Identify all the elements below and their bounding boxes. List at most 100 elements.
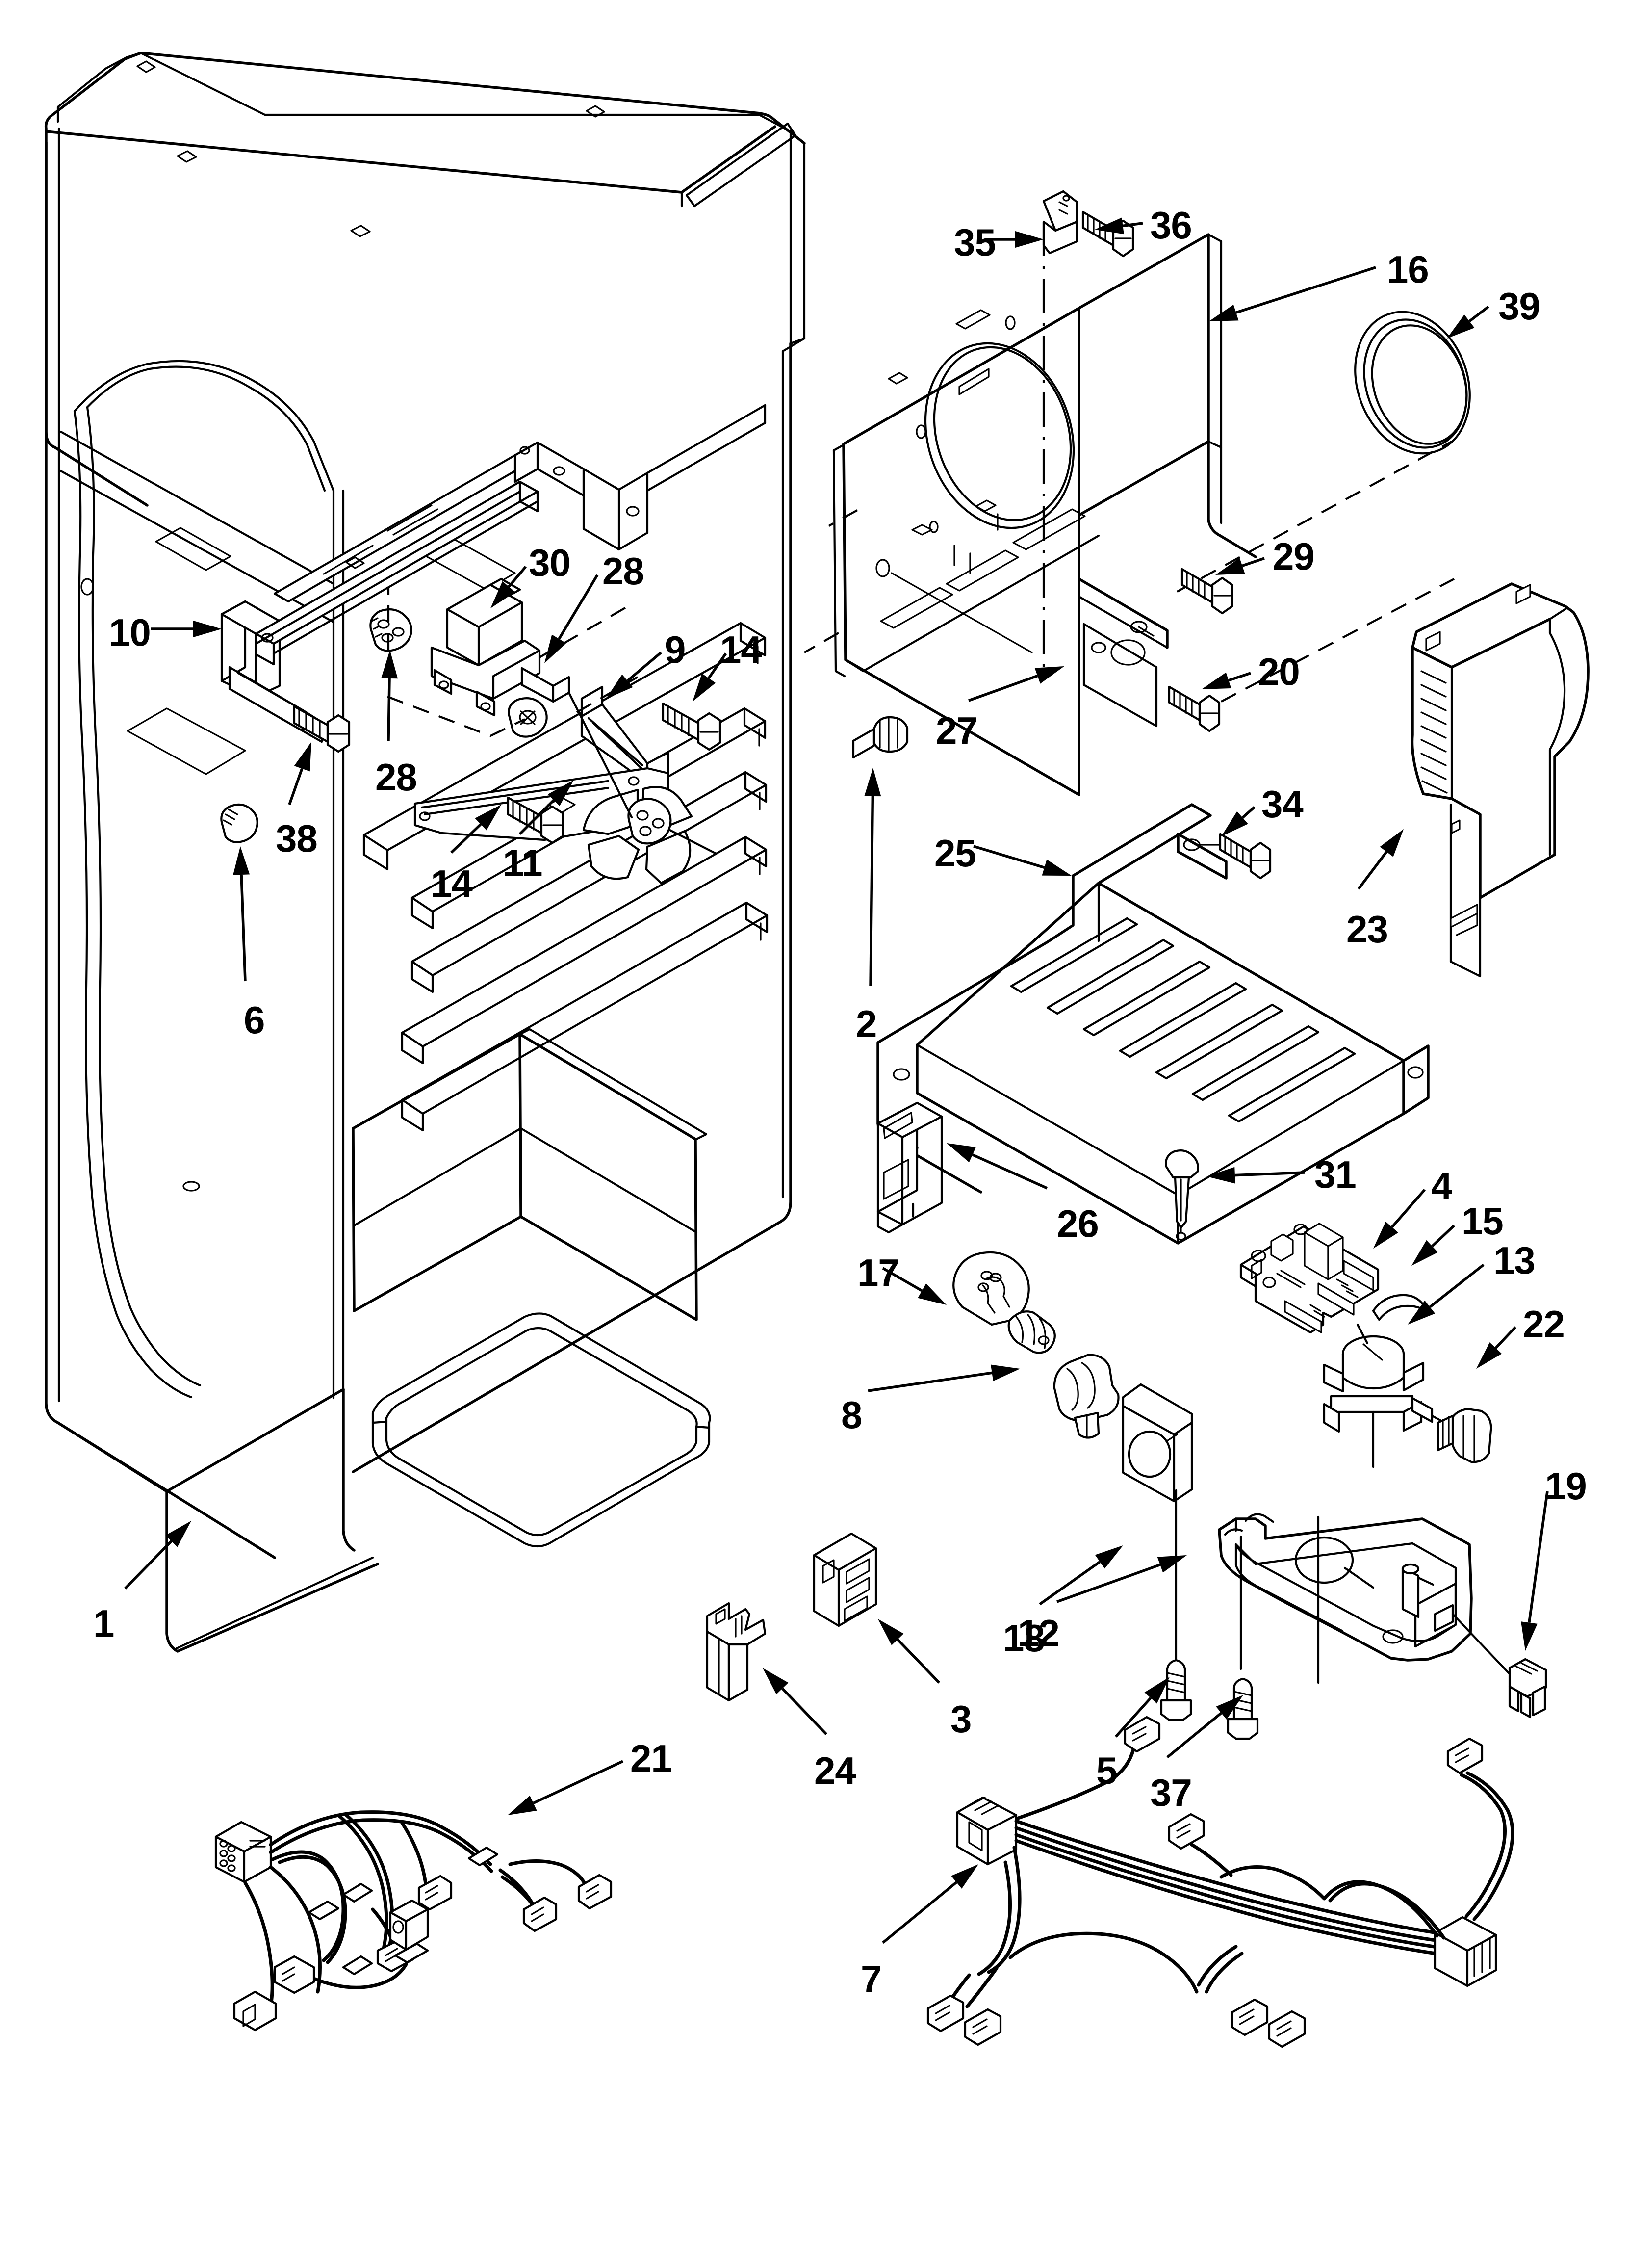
callout-evaporator-cover-panel: 16 [1387, 248, 1429, 291]
part-kickplate-grille [876, 803, 1430, 1245]
leader-arrowhead-fan-motor-bracket [606, 674, 633, 699]
callout-push-pin-fastener: 31 [1314, 1153, 1357, 1196]
leader-arrowhead-terminal-connector [1521, 1621, 1538, 1651]
callout-wire-connector: 24 [814, 1749, 856, 1792]
part-wire-harness-lower [926, 1716, 1514, 2048]
leader-line-mounting-screw [1166, 1712, 1222, 1759]
leader-line-mounting-screw [1242, 557, 1265, 567]
leader-line-control-knob [1494, 1326, 1517, 1349]
leader-arrowhead-mounting-screw [294, 742, 311, 772]
part-push-in-fastener [852, 716, 909, 759]
part-access-cover-plate [1082, 623, 1158, 728]
leader-line-evaporator-cover-panel [1235, 266, 1376, 314]
part-screw-37 [1227, 1677, 1259, 1740]
leader-arrowhead-light-shield [1095, 1545, 1123, 1569]
part-mounting-bracket-35 [1042, 190, 1078, 255]
part-fan-motor-grommet-right [508, 697, 548, 738]
hidden-line [1176, 441, 1453, 593]
leader-line-drain-plug [240, 874, 247, 982]
callout-light-shield: 18 [1003, 1616, 1045, 1660]
part-screw-14-right [662, 702, 721, 751]
leader-arrowhead-mounting-screw [475, 805, 501, 831]
part-screw-5 [1160, 1659, 1192, 1721]
part-light-socket [1053, 1354, 1120, 1439]
leader-line-air-duct-cover [1357, 851, 1388, 890]
leader-arrowhead-wire-connector [763, 1668, 789, 1694]
leader-arrowhead-mounting-bracket [1015, 231, 1044, 248]
leader-arrowhead-gasket-ring [1447, 314, 1475, 339]
part-screw-14-left [507, 796, 564, 844]
part-fan-motor-grommet-left [369, 608, 412, 652]
leader-line-push-pin-fastener [1234, 1171, 1305, 1177]
leader-arrowhead-mounting-screw [1221, 811, 1248, 836]
leader-line-light-socket [868, 1371, 992, 1392]
leader-line-wire-harness-lower [882, 1881, 957, 1944]
leader-line-wire-connector [897, 1638, 940, 1684]
leader-line-kickplate-grille [973, 845, 1045, 869]
part-control-housing-pan [1175, 1489, 1473, 1684]
leader-line-fan-motor-bracket [626, 651, 662, 682]
part-light-lens-cover [876, 1101, 943, 1234]
callout-cabinet-liner: 1 [93, 1602, 114, 1645]
leader-arrowhead-mounting-screw [1144, 1677, 1170, 1704]
leader-line-fan-motor-grommet [387, 678, 391, 741]
callout-control-housing-pan: 12 [1018, 1612, 1060, 1655]
callout-mounting-screw: 37 [1150, 1771, 1192, 1814]
callout-wire-harness-upper: 21 [630, 1737, 672, 1780]
callout-mounting-screw: 14 [720, 628, 762, 671]
callout-wire-connector: 3 [950, 1697, 972, 1741]
leader-arrowhead-cabinet-liner [165, 1521, 191, 1547]
callout-upper-hinge-bracket: 10 [109, 611, 151, 654]
leader-arrowhead-evaporator-fan-blade [547, 780, 574, 807]
leader-line-mounting-screw [707, 652, 727, 679]
leader-arrowhead-fan-motor-grommet [544, 634, 566, 663]
callout-wire-grommet: 15 [1462, 1199, 1504, 1243]
callout-light-socket: 8 [841, 1393, 862, 1436]
hidden-line [803, 632, 840, 653]
callout-mounting-bracket: 35 [954, 221, 996, 264]
leader-arrowhead-upper-hinge-bracket [193, 621, 222, 637]
callout-gasket-ring: 39 [1498, 285, 1540, 328]
leader-line-access-cover-plate [968, 675, 1038, 702]
callout-mounting-screw: 34 [1261, 782, 1304, 826]
part-light-bulb [952, 1251, 1056, 1354]
part-thermostat-control [1323, 1323, 1457, 1468]
assembly-line [539, 605, 629, 658]
leader-arrowhead-evaporator-cover-panel [1209, 304, 1239, 321]
callout-mounting-screw: 20 [1258, 650, 1300, 693]
callout-mounting-screw: 36 [1150, 204, 1192, 247]
leader-line-mounting-screw [1241, 806, 1256, 819]
leader-arrowhead-wire-connector [878, 1619, 904, 1645]
callout-mounting-screw: 38 [276, 817, 318, 860]
part-screw-34 [1219, 833, 1272, 880]
part-evaporator-fan-blade [567, 691, 718, 885]
part-screw-20 [1168, 685, 1221, 732]
leader-line-light-bulb [882, 1267, 923, 1292]
leader-arrowhead-mounting-screw [1215, 558, 1245, 575]
callout-fan-motor-bracket: 9 [665, 628, 686, 671]
leader-line-mounting-screw [288, 768, 304, 805]
leader-arrowhead-air-duct-cover [1380, 829, 1404, 857]
callout-light-bulb: 17 [857, 1251, 899, 1294]
leader-line-control-housing-pan [1056, 1563, 1161, 1603]
callout-mounting-screw: 5 [1096, 1749, 1117, 1792]
callout-mounting-screw: 29 [1273, 535, 1315, 578]
leader-arrowhead-wire-harness-lower [951, 1864, 978, 1889]
part-evaporator-fan-motor [430, 577, 570, 717]
callout-electronic-control-board: 4 [1431, 1164, 1452, 1207]
leader-arrowhead-electronic-control-board [1373, 1222, 1398, 1249]
leader-arrowhead-control-housing-pan [1157, 1555, 1187, 1573]
callout-light-lens-cover: 26 [1057, 1202, 1099, 1245]
part-air-duct-cover [1411, 582, 1590, 978]
leader-arrowhead-push-pin-fastener [1206, 1167, 1235, 1184]
part-electronic-control-board [1239, 1223, 1380, 1334]
leader-line-mounting-screw [450, 823, 482, 854]
leader-arrowhead-push-in-fastener [864, 768, 881, 797]
leader-line-thermostat-control [1429, 1263, 1485, 1308]
leader-arrowhead-mounting-screw [693, 673, 716, 702]
part-wire-harness-upper [214, 1810, 613, 2032]
leader-arrowhead-mounting-screw [1095, 217, 1124, 235]
part-push-pin-fastener [1165, 1149, 1199, 1241]
part-control-knob [1437, 1408, 1492, 1463]
